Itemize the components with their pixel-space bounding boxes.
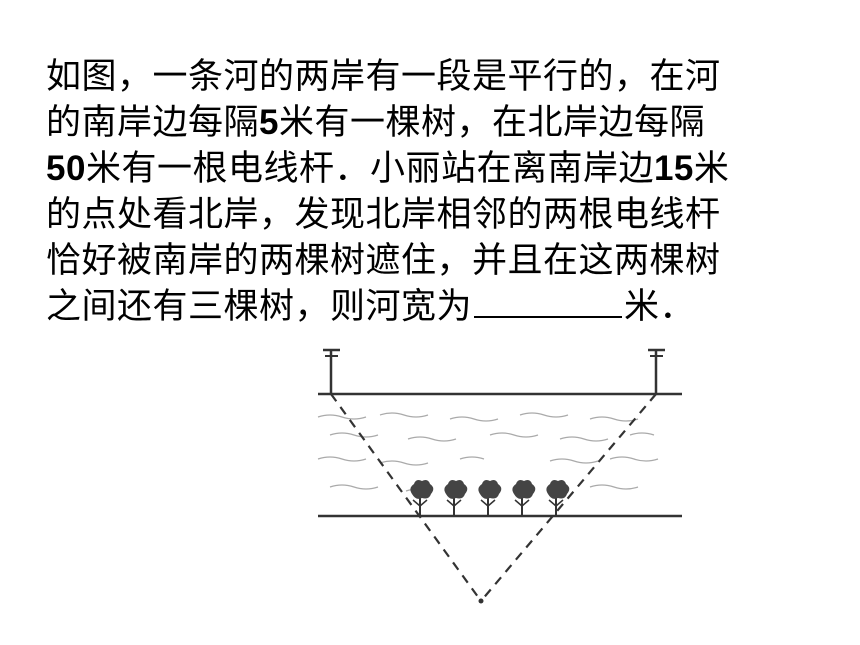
utility-pole-right <box>648 348 665 394</box>
problem-line-4: 的点处看北岸，发现北岸相邻的两根电线杆 <box>46 195 721 235</box>
problem-line-5: 恰好被南岸的两棵树遮住，并且在这两棵树 <box>46 241 721 281</box>
problem-line-6: 之间还有三棵树，则河宽为 米． <box>46 284 826 330</box>
observer-point <box>478 598 484 604</box>
river-figure <box>317 348 682 604</box>
sight-line-right <box>480 393 657 602</box>
problem-text: 如图，一条河的两岸有一段是平行的，在河 的南岸边每隔5米有一棵树，在北岸边每隔 … <box>46 54 826 330</box>
problem-line-1: 如图，一条河的两岸有一段是平行的，在河 <box>46 57 721 97</box>
utility-pole-left <box>323 348 340 394</box>
problem-line-2: 的南岸边每隔5米有一棵树，在北岸边每隔 <box>46 103 705 143</box>
tree-5 <box>546 480 570 516</box>
tree-2 <box>444 480 468 516</box>
water-ripples <box>317 412 659 492</box>
problem-line-6-text: 之间还有三棵树，则河宽为 <box>46 287 473 327</box>
tree-1 <box>410 480 434 516</box>
problem-line-6-unit: 米． <box>624 287 696 327</box>
problem-line-3: 50米有一根电线杆．小丽站在离南岸边15米 <box>46 149 730 189</box>
answer-blank[interactable] <box>474 284 623 318</box>
tree-4 <box>512 480 536 516</box>
sight-line-left <box>330 393 482 602</box>
tree-3 <box>478 480 502 516</box>
